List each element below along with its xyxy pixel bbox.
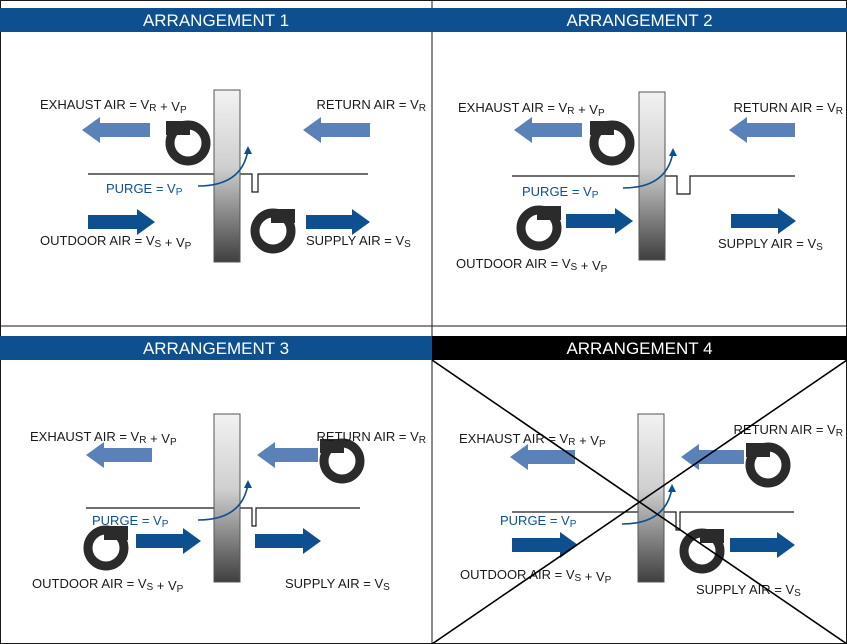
outdoor-air-label: OUTDOOR AIR = VS + VP [460, 567, 612, 586]
arrangement-1-panel: ARRANGEMENT 1 EXHAUST AIR = VR + VP RETURN… [0, 8, 432, 263]
arrangement-title: ARRANGEMENT 4 [566, 339, 712, 358]
fan-icon [83, 525, 129, 571]
return-arrow-icon [681, 444, 744, 470]
supply-air-label: SUPPLY AIR = VS [285, 576, 390, 593]
supply-arrow-icon [306, 209, 370, 235]
wheel-icon [213, 413, 241, 583]
arrangement-header [432, 336, 847, 360]
outdoor-air-label: OUTDOOR AIR = VS + VP [456, 256, 608, 275]
supply-air-label: SUPPLY AIR = VS [696, 582, 801, 599]
purge-flow-line [621, 487, 673, 525]
return-air-label: RETURN AIR = VR [317, 97, 426, 114]
return-arrow-icon [257, 442, 318, 468]
return-air-label: RETURN AIR = VR [734, 100, 843, 117]
purge-arrow-icon [244, 146, 252, 154]
purge-air-label: PURGE = VP [92, 513, 169, 530]
arrangement-header [0, 8, 432, 32]
arrangement-header [432, 8, 847, 32]
fan-icon [319, 438, 365, 484]
supply-arrow-icon [255, 528, 321, 554]
exhaust-air-label: EXHAUST AIR = VR + VP [40, 97, 187, 116]
outdoor-arrow-icon [88, 209, 155, 235]
purge-air-label: PURGE = VP [522, 184, 599, 201]
fan-icon [679, 528, 725, 574]
outdoor-arrow-icon [512, 532, 578, 558]
purge-flow-line [622, 151, 674, 189]
purge-arrow-icon [669, 148, 677, 156]
return-air-label: RETURN AIR = VR [734, 422, 843, 439]
exhaust-arrow-icon [86, 442, 152, 468]
exhaust-arrow-icon [510, 444, 575, 470]
purge-flow-line [197, 483, 249, 521]
exhaust-air-label: EXHAUST AIR = VR + VP [459, 431, 606, 450]
fan-icon [745, 442, 791, 488]
fan-icon [165, 120, 211, 166]
arrangement-2-panel: ARRANGEMENT 2 EXHAUST AIR = VR + VP RETURN… [432, 8, 847, 275]
outdoor-arrow-icon [566, 208, 633, 234]
supply-air-label: SUPPLY AIR = VS [718, 236, 823, 253]
purge-arrow-icon [244, 480, 252, 488]
exhaust-arrow-icon [82, 117, 150, 143]
supply-arrow-icon [730, 532, 795, 558]
cross-out-icon [431, 359, 847, 644]
arrangement-header [0, 336, 432, 360]
outdoor-air-label: OUTDOOR AIR = VS + VP [40, 233, 192, 252]
return-arrow-icon [729, 117, 795, 143]
purge-air-label: PURGE = VP [500, 513, 577, 530]
wheel-icon [637, 413, 665, 583]
return-arrow-icon [303, 117, 370, 143]
arrangement-title: ARRANGEMENT 1 [143, 11, 289, 30]
exhaust-air-label: EXHAUST AIR = VR + VP [458, 100, 605, 119]
fan-icon [250, 208, 296, 254]
fan-icon [589, 120, 635, 166]
wheel-icon [213, 89, 241, 263]
arrangement-4-panel: ARRANGEMENT 4 EXHAUST AIR = VR + VP RETURN… [431, 336, 847, 644]
arrangement-3-panel: ARRANGEMENT 3 EXHAUST AIR = VR + VP RETURN… [0, 336, 432, 595]
outdoor-air-label: OUTDOOR AIR = VS + VP [32, 576, 184, 595]
supply-arrow-icon [731, 208, 796, 234]
arrangement-title: ARRANGEMENT 2 [566, 11, 712, 30]
exhaust-air-label: EXHAUST AIR = VR + VP [30, 429, 177, 448]
purge-arrow-icon [668, 484, 676, 492]
exhaust-arrow-icon [514, 117, 582, 143]
outdoor-arrow-icon [136, 528, 201, 554]
arrangement-title: ARRANGEMENT 3 [143, 339, 289, 358]
fan-icon [516, 205, 562, 251]
purge-air-label: PURGE = VP [106, 181, 183, 198]
return-air-label: RETURN AIR = VR [317, 429, 426, 446]
supply-air-label: SUPPLY AIR = VS [306, 233, 411, 250]
purge-flow-line [197, 149, 249, 187]
